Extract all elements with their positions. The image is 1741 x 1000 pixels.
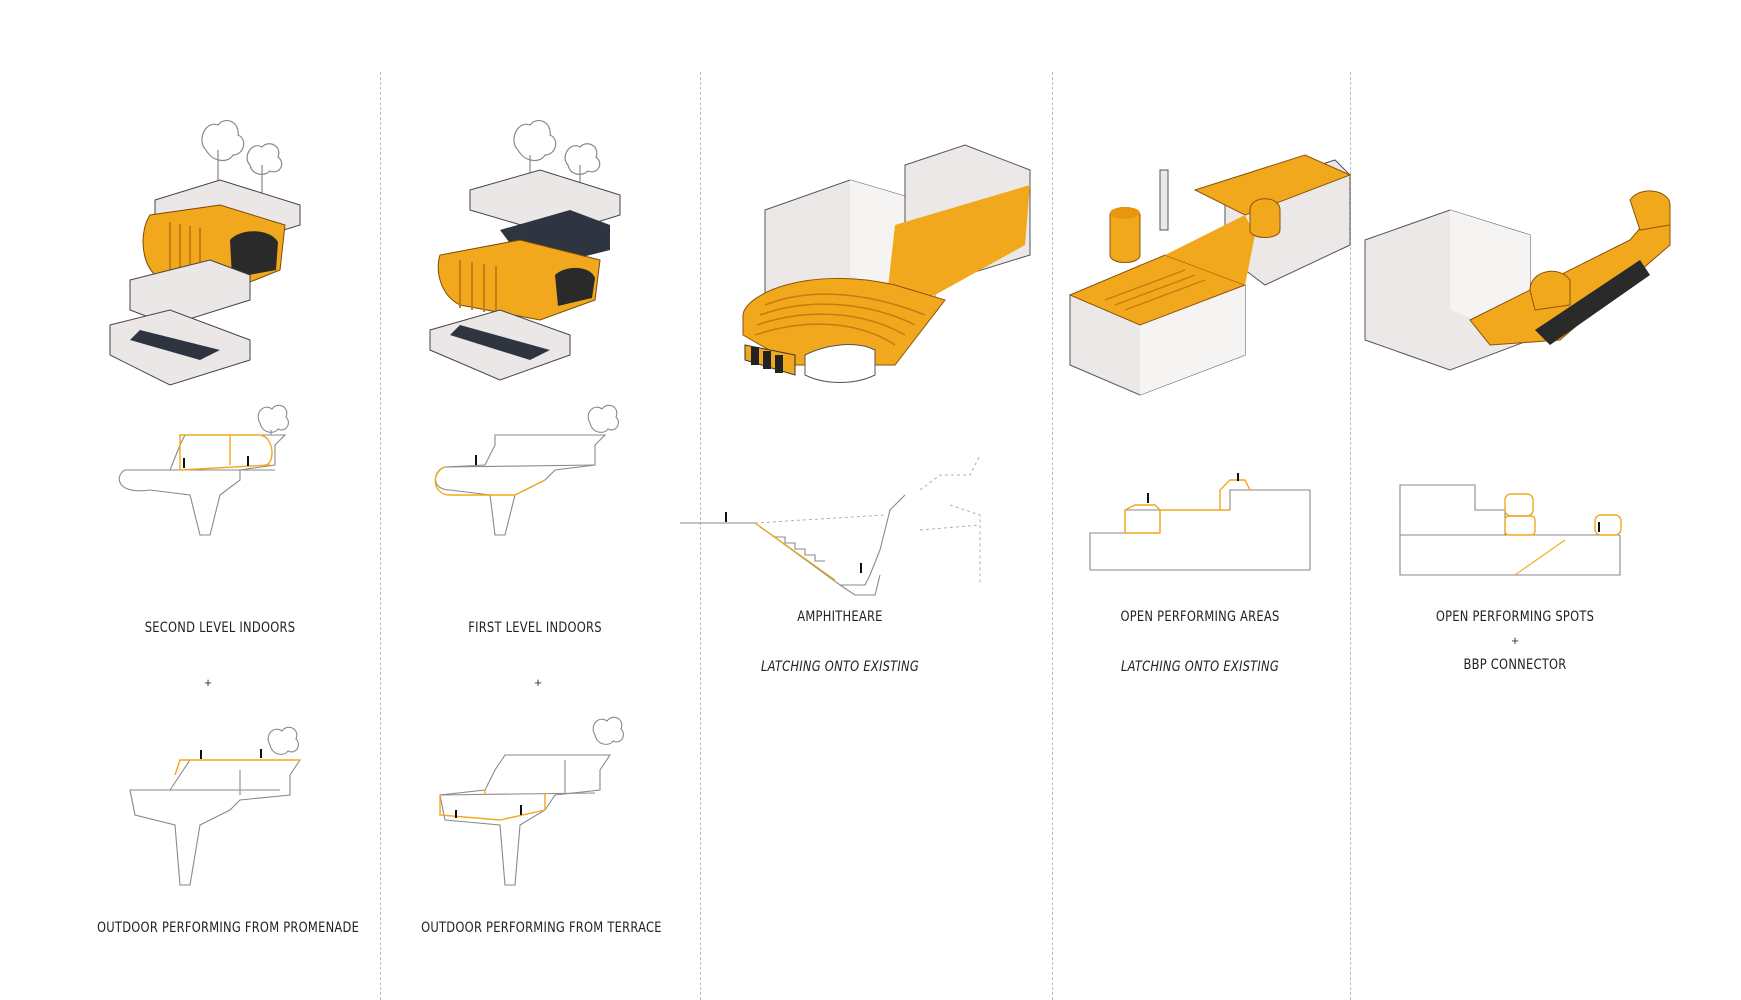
column-divider-1 (380, 72, 381, 1000)
caption-second-level-indoors: SECOND LEVEL INDOORS (144, 620, 296, 636)
section-outdoor-promenade (129, 726, 302, 886)
plus-joiner-col2: + (534, 675, 542, 690)
caption-outdoor-promenade: OUTDOOR PERFORMING FROM PROMENADE (97, 920, 360, 936)
section-amphitheatre (680, 454, 981, 596)
caption-amphitheatre: AMPHITHEARE (797, 609, 883, 625)
caption-first-level-indoors: FIRST LEVEL INDOORS (468, 620, 602, 636)
column-divider-2 (700, 72, 701, 1000)
column-divider-4 (1350, 72, 1351, 1000)
axonometric-first-level-indoors (429, 120, 621, 381)
plus-joiner-col5: + (1511, 633, 1519, 648)
section-open-performing-areas (1089, 473, 1311, 571)
caption-open-performing-spots: OPEN PERFORMING SPOTS (1435, 609, 1595, 625)
axonometric-open-performing-areas (1068, 154, 1352, 396)
axonometric-second-level-indoors (109, 120, 301, 386)
section-second-level-indoors (118, 404, 289, 536)
axonometric-amphitheatre (742, 144, 1031, 383)
column-divider-3 (1052, 72, 1053, 1000)
caption-open-performing-areas: OPEN PERFORMING AREAS (1120, 609, 1280, 625)
subcaption-open-performing-areas: LATCHING ONTO EXISTING (1120, 659, 1280, 675)
subcaption-amphitheatre: LATCHING ONTO EXISTING (760, 659, 920, 675)
section-outdoor-terrace (439, 716, 624, 886)
section-open-performing-spots (1399, 484, 1622, 576)
plus-joiner-col1: + (204, 675, 212, 690)
caption-bbp-connector: BBP CONNECTOR (1463, 657, 1567, 673)
axonometric-open-performing-spots (1364, 190, 1671, 371)
section-first-level-indoors (434, 404, 619, 536)
caption-outdoor-terrace: OUTDOOR PERFORMING FROM TERRACE (421, 920, 662, 936)
